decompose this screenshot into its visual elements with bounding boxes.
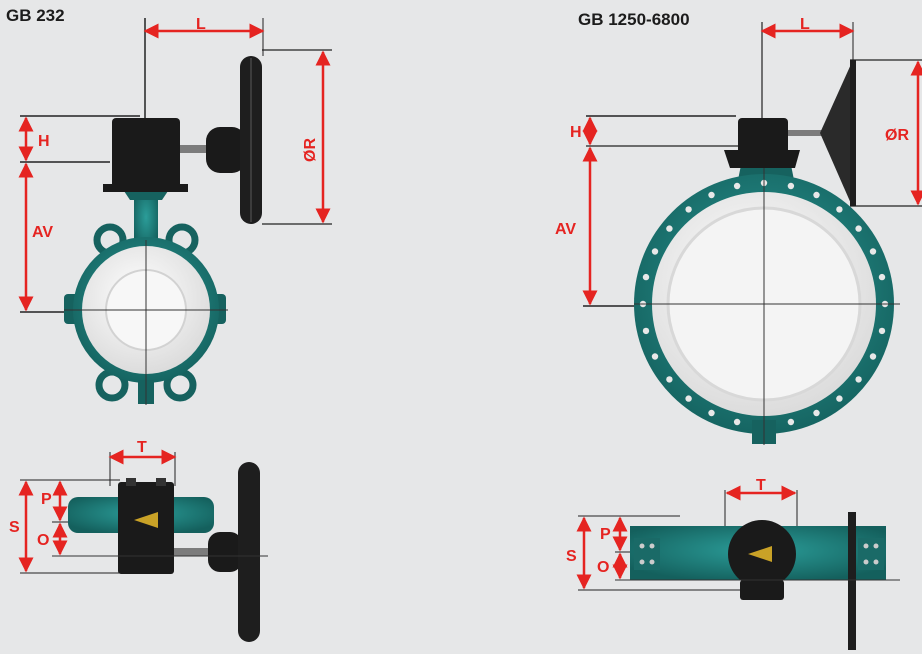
bolt-hole — [813, 191, 820, 199]
left-dim-s-label: S — [9, 519, 20, 536]
bolt-hole — [733, 182, 741, 190]
bolt-hole — [651, 353, 659, 360]
bolt-hole — [869, 248, 877, 255]
bolt-hole — [836, 395, 843, 402]
right-valve-front-view — [583, 22, 922, 445]
bolt-hole — [642, 327, 650, 335]
left-dim-av-label: AV — [32, 224, 53, 241]
bolt-hole — [869, 353, 877, 360]
bolt-hole — [855, 376, 862, 383]
left-dim-r-label: ØR — [302, 138, 319, 162]
bolt-hole — [855, 225, 862, 232]
bolt-hole — [642, 273, 650, 281]
right-flange-bolt-holes — [639, 179, 889, 429]
bolt-hole — [878, 327, 886, 335]
left-dim-l-label: L — [196, 16, 206, 33]
bolt-hole — [787, 418, 795, 426]
right-dim-l-label: L — [800, 16, 810, 33]
right-valve-title: GB 1250-6800 — [578, 10, 690, 29]
left-dim-h-label: H — [38, 133, 50, 150]
left-valve-title: GB 232 — [6, 6, 65, 25]
right-dim-r-label: ØR — [885, 127, 909, 144]
bolt-hole — [666, 225, 673, 232]
bolt-hole — [666, 376, 673, 383]
right-dim-av-label: AV — [555, 221, 576, 238]
bolt-hole — [708, 191, 715, 199]
bolt-hole — [878, 273, 886, 281]
left-valve-top-view — [20, 452, 268, 642]
right-dim-o-label: O — [597, 559, 609, 576]
bolt-hole — [685, 395, 692, 402]
right-dim-s-label: S — [566, 548, 577, 565]
right-valve-top-view — [578, 490, 900, 650]
bolt-hole — [813, 409, 820, 417]
bolt-hole — [787, 182, 795, 190]
left-valve-front-view — [20, 18, 332, 405]
bolt-hole — [836, 206, 843, 213]
bolt-hole — [708, 409, 715, 417]
right-dim-t-label: T — [756, 477, 766, 494]
bolt-hole — [651, 248, 659, 255]
right-dim-p-label: P — [600, 526, 611, 543]
right-dim-h-label: H — [570, 124, 582, 141]
left-dim-p-label: P — [41, 491, 52, 508]
bolt-hole — [685, 206, 692, 213]
left-dim-t-label: T — [137, 439, 147, 456]
left-dim-o-label: O — [37, 532, 49, 549]
bolt-hole — [733, 418, 741, 426]
